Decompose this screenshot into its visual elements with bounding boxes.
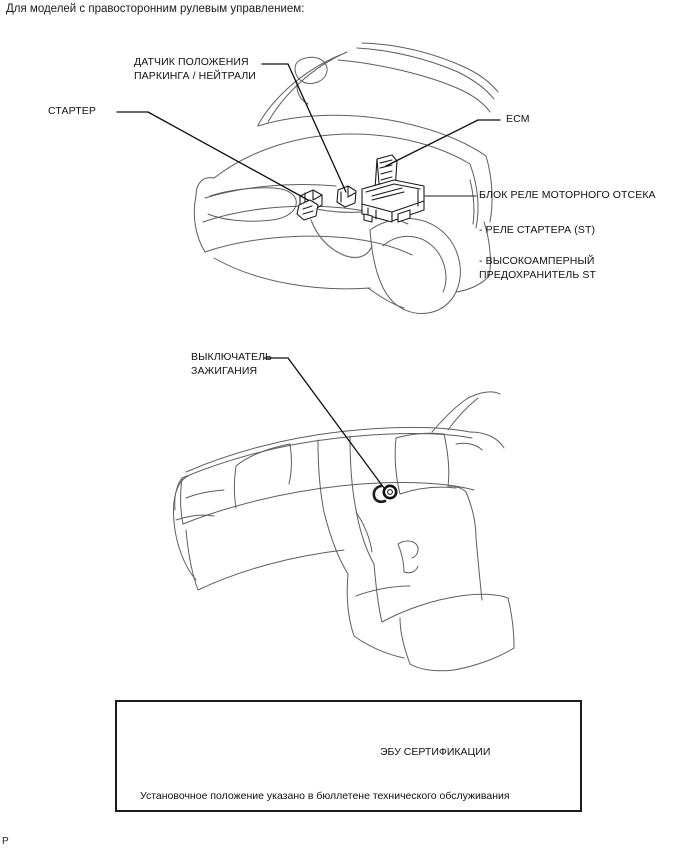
page-corner-mark: P	[2, 836, 9, 847]
page-heading: Для моделей с правосторонним рулевым упр…	[6, 3, 305, 15]
ecm-part	[374, 154, 398, 197]
label-certification-ecu: ЭБУ СЕРТИФИКАЦИИ	[380, 746, 491, 758]
label-starter: СТАРТЕР	[48, 105, 96, 117]
ignition-switch-part	[372, 484, 398, 504]
note-box-text: Установочное положение указано в бюллете…	[140, 790, 510, 802]
label-ecm: ECM	[506, 113, 530, 125]
label-ignition-switch: ВЫКЛЮЧАТЕЛЬ ЗАЖИГАНИЯ	[191, 351, 273, 377]
label-starter-relay: - РЕЛЕ СТАРТЕРА (ST)	[479, 224, 596, 236]
starter-part	[296, 189, 373, 259]
instrument-panel-outline	[173, 391, 515, 672]
park-neutral-switch-part	[336, 185, 357, 208]
label-high-current-fuse-st: - ВЫСОКОАМПЕРНЫЙ ПРЕДОХРАНИТЕЛЬ ST	[479, 255, 597, 281]
label-park-neutral-position-switch: ДАТЧИК ПОЛОЖЕНИЯ ПАРКИНГА / НЕЙТРАЛИ	[134, 56, 256, 82]
vehicle-front-outline	[193, 42, 499, 314]
engine-room-relay-block-part	[361, 179, 425, 223]
label-engine-room-relay-block: БЛОК РЕЛЕ МОТОРНОГО ОТСЕКА	[479, 189, 656, 201]
note-box-frame	[115, 700, 582, 812]
